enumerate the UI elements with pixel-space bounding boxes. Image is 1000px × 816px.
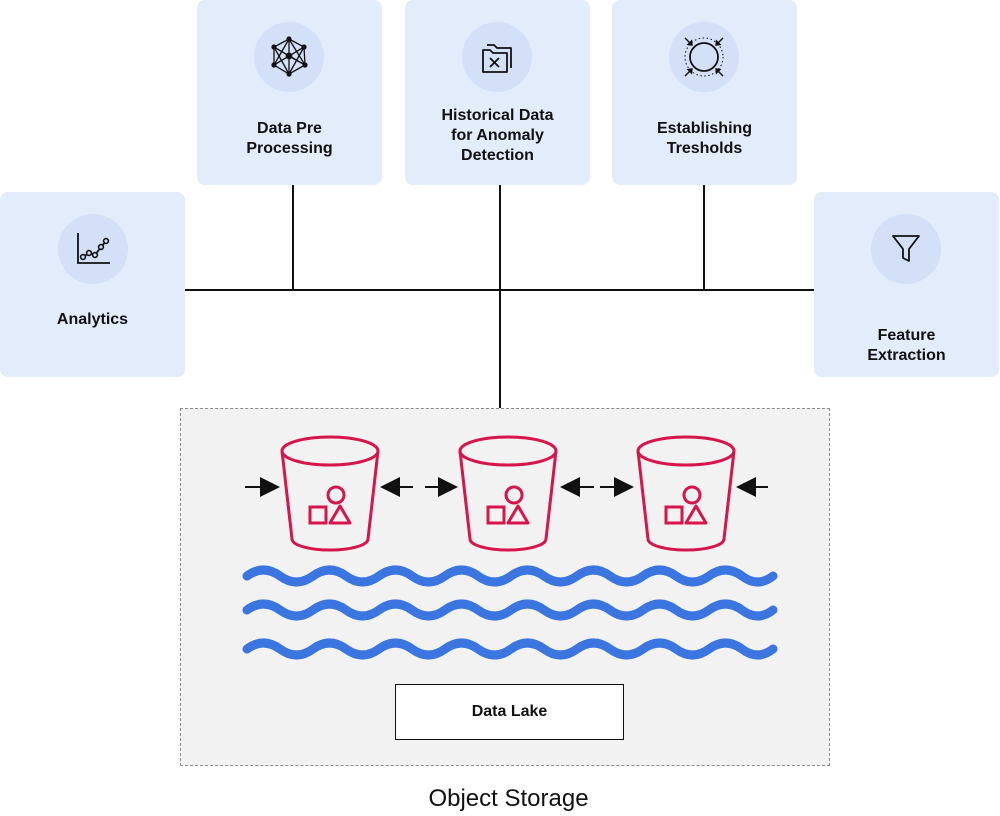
connector-historical: [499, 185, 501, 408]
card-data-preprocessing: Data Pre Processing: [197, 0, 382, 185]
card-label-analytics: Analytics: [56, 311, 129, 328]
connector-preprocessing: [292, 185, 294, 290]
bucket-icon: [636, 435, 736, 552]
network-mesh-icon: [254, 22, 324, 92]
card-historical-data: Historical Data for Anomaly Detection: [405, 0, 590, 185]
card-feature-extraction: Feature Extraction: [814, 192, 999, 377]
card-label-thresholds: Establishing Tresholds: [656, 120, 753, 157]
water-wave: [242, 638, 778, 660]
line-chart-icon: [58, 214, 128, 284]
folder-x-icon: [462, 22, 532, 92]
circle-arrows-icon: [669, 22, 739, 92]
card-label-historical: Historical Data for Anomaly Detection: [441, 107, 554, 164]
connector-thresholds: [703, 185, 705, 290]
funnel-icon: [871, 214, 941, 284]
object-storage-caption: Object Storage: [428, 785, 589, 812]
card-establishing-thresholds: Establishing Tresholds: [612, 0, 797, 185]
card-label-feature: Feature Extraction: [867, 327, 946, 364]
bucket-icon: [280, 435, 380, 552]
card-analytics: Analytics: [0, 192, 185, 377]
card-label-preprocessing: Data Pre Processing: [246, 120, 333, 157]
water-wave: [242, 599, 778, 621]
bucket-icon: [458, 435, 558, 552]
water-wave: [242, 565, 778, 587]
data-lake-label: Data Lake: [395, 684, 624, 740]
